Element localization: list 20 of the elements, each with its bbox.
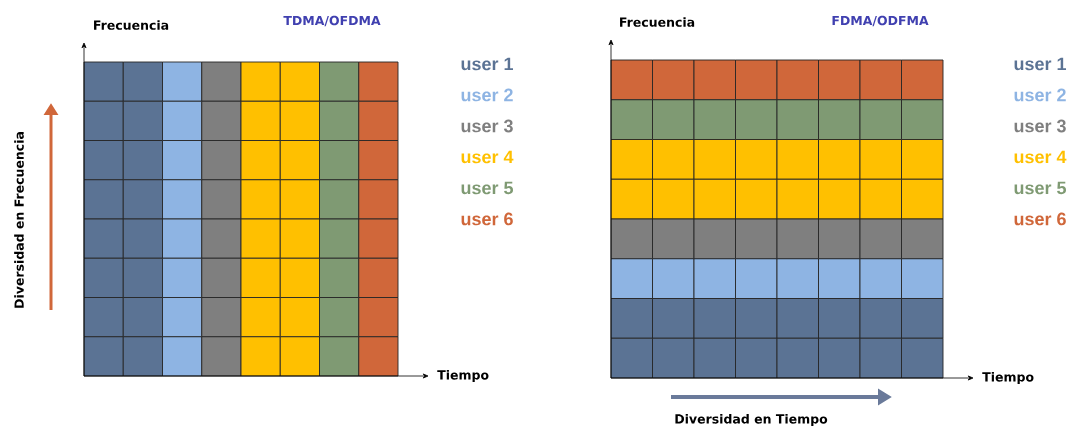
legend-entry: user 3 [1014,119,1066,133]
legend-entry: user 1 [461,57,513,71]
legend-entry: user 4 [1014,150,1067,164]
panel-title: FDMA/ODFMA [832,15,929,27]
legend-entry: user 5 [1014,181,1066,195]
axis-label: Tiempo [982,371,1034,385]
legend-entry: user 6 [461,212,513,226]
legend-entry: user 2 [1014,88,1066,102]
legend-entry: user 1 [1014,57,1066,71]
axis-label: Diversidad en Tiempo [675,413,828,427]
legend-entry: user 4 [461,150,514,164]
axis-label: Frecuencia [94,20,169,30]
panel-title: TDMA/OFDMA [283,15,381,27]
legend-entry: user 3 [461,119,513,133]
legend-entry: user 5 [461,181,513,195]
axis-label: Tiempo [437,369,489,383]
axis-label: Frecuencia [620,17,695,27]
legend-entry: user 6 [1014,212,1066,226]
axis-label: Diversidad en Frecuencia [14,132,24,308]
legend-entry: user 2 [461,88,513,102]
